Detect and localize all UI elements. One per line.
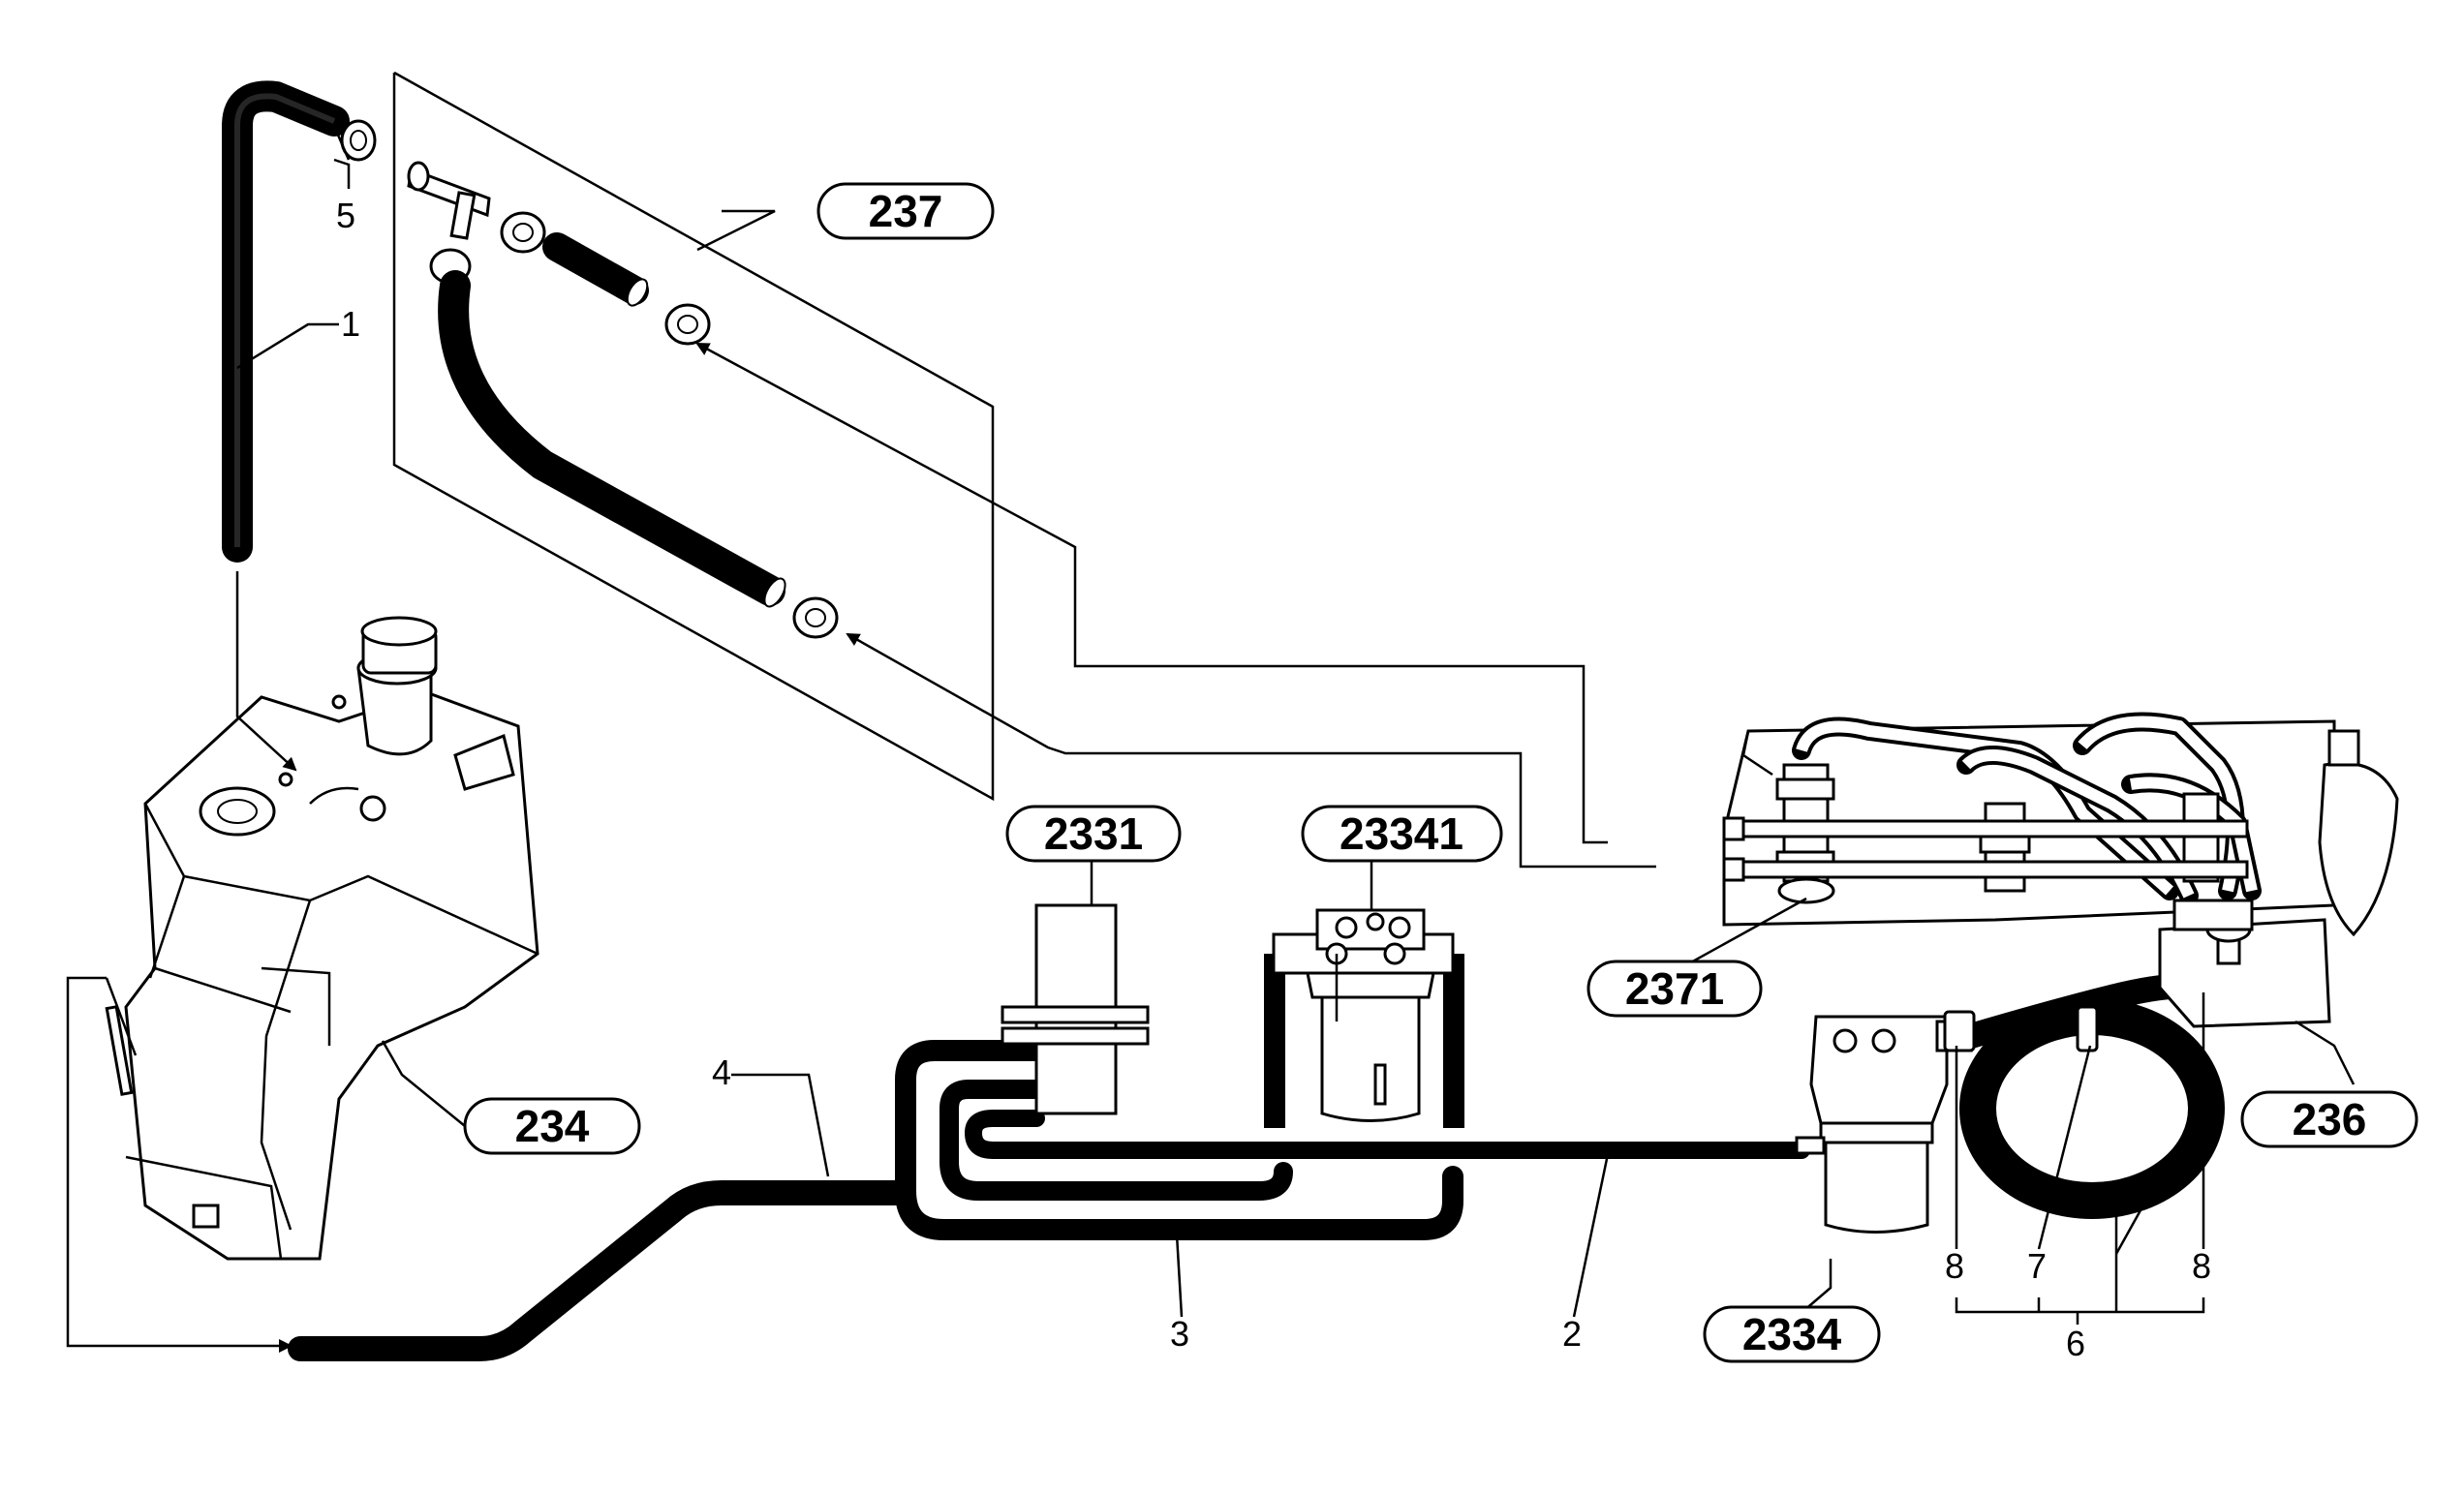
fuel-filter-23341 (1264, 908, 1464, 1128)
leader-236 (2295, 1020, 2356, 1085)
fuel-tank (105, 616, 539, 1261)
leader-2371 (1679, 897, 1807, 970)
hose-clamp-5 (340, 119, 377, 162)
callout-234: 234 (463, 1097, 641, 1155)
item-number-7: 7 (2027, 1246, 2047, 1286)
svg-text:2334: 2334 (1742, 1309, 1842, 1359)
callout-23341: 23341 (1301, 805, 1503, 863)
callout-2334: 2334 (1703, 1305, 1881, 1363)
item-number-8-right: 8 (2192, 1246, 2211, 1286)
leader-3 (1175, 1234, 1184, 1318)
callout-2331: 2331 (1005, 805, 1182, 863)
tee-fitting (407, 161, 491, 240)
item-number-4: 4 (712, 1052, 731, 1092)
kit-short-hose (542, 232, 649, 307)
leader-5 (332, 125, 351, 161)
arrow-hose1-to-tank (235, 571, 297, 772)
callout-2371: 2371 (1586, 960, 1763, 1018)
fuel-hose-3 (895, 1040, 1463, 1240)
item-number-8-left: 8 (1945, 1246, 1964, 1286)
hose-clamp-7 (2076, 1005, 2099, 1052)
fuel-hose-2 (965, 1110, 1810, 1159)
bracket-6 (1955, 1297, 2205, 1314)
leader-4 (731, 1073, 830, 1177)
leader-2 (1572, 1153, 1610, 1318)
hose-clamp-8a (1943, 1010, 1976, 1052)
item-number-6: 6 (2066, 1324, 2085, 1363)
item-number-5: 5 (336, 196, 355, 235)
lift-pump-2334 (1795, 1015, 1973, 1234)
breather-hose-1 (222, 80, 350, 563)
item-number-3: 3 (1170, 1314, 1189, 1354)
kit-237-frame (392, 71, 995, 802)
arrow-to-kit-clamp-d (846, 632, 1656, 869)
fuel-hose-3-inner (939, 1080, 1293, 1201)
engine-injection-pump-236 (1722, 712, 2399, 1028)
item-number-1: 1 (341, 304, 360, 344)
pre-filter-2331 (1001, 903, 1150, 1115)
kit-clamp-a (500, 211, 546, 254)
kit-long-hose (438, 270, 786, 608)
callout-236: 236 (2240, 1090, 2418, 1148)
leader-234 (381, 1040, 466, 1127)
leader-7 (2037, 1045, 2092, 1250)
svg-text:236: 236 (2293, 1094, 2367, 1144)
kit-clamp-c (664, 303, 711, 346)
kit-clamp-d (792, 596, 839, 639)
fuel-hose-4 (288, 1180, 913, 1361)
svg-text:237: 237 (869, 186, 943, 236)
arrow-tank-to-hose4 (66, 976, 293, 1353)
item-number-2: 2 (1562, 1314, 1582, 1354)
arrow-to-kit-clamp-c (695, 342, 1608, 844)
leader-5b (333, 158, 351, 189)
svg-text:2371: 2371 (1625, 963, 1724, 1014)
svg-text:2331: 2331 (1044, 808, 1143, 859)
svg-text:234: 234 (515, 1101, 590, 1151)
arrow-leader (105, 977, 138, 1056)
leader-1 (236, 322, 339, 370)
callout-237: 237 (816, 182, 995, 240)
leader-237 (696, 209, 776, 252)
svg-text:23341: 23341 (1340, 808, 1463, 859)
leader-6-coil (2114, 1209, 2142, 1255)
